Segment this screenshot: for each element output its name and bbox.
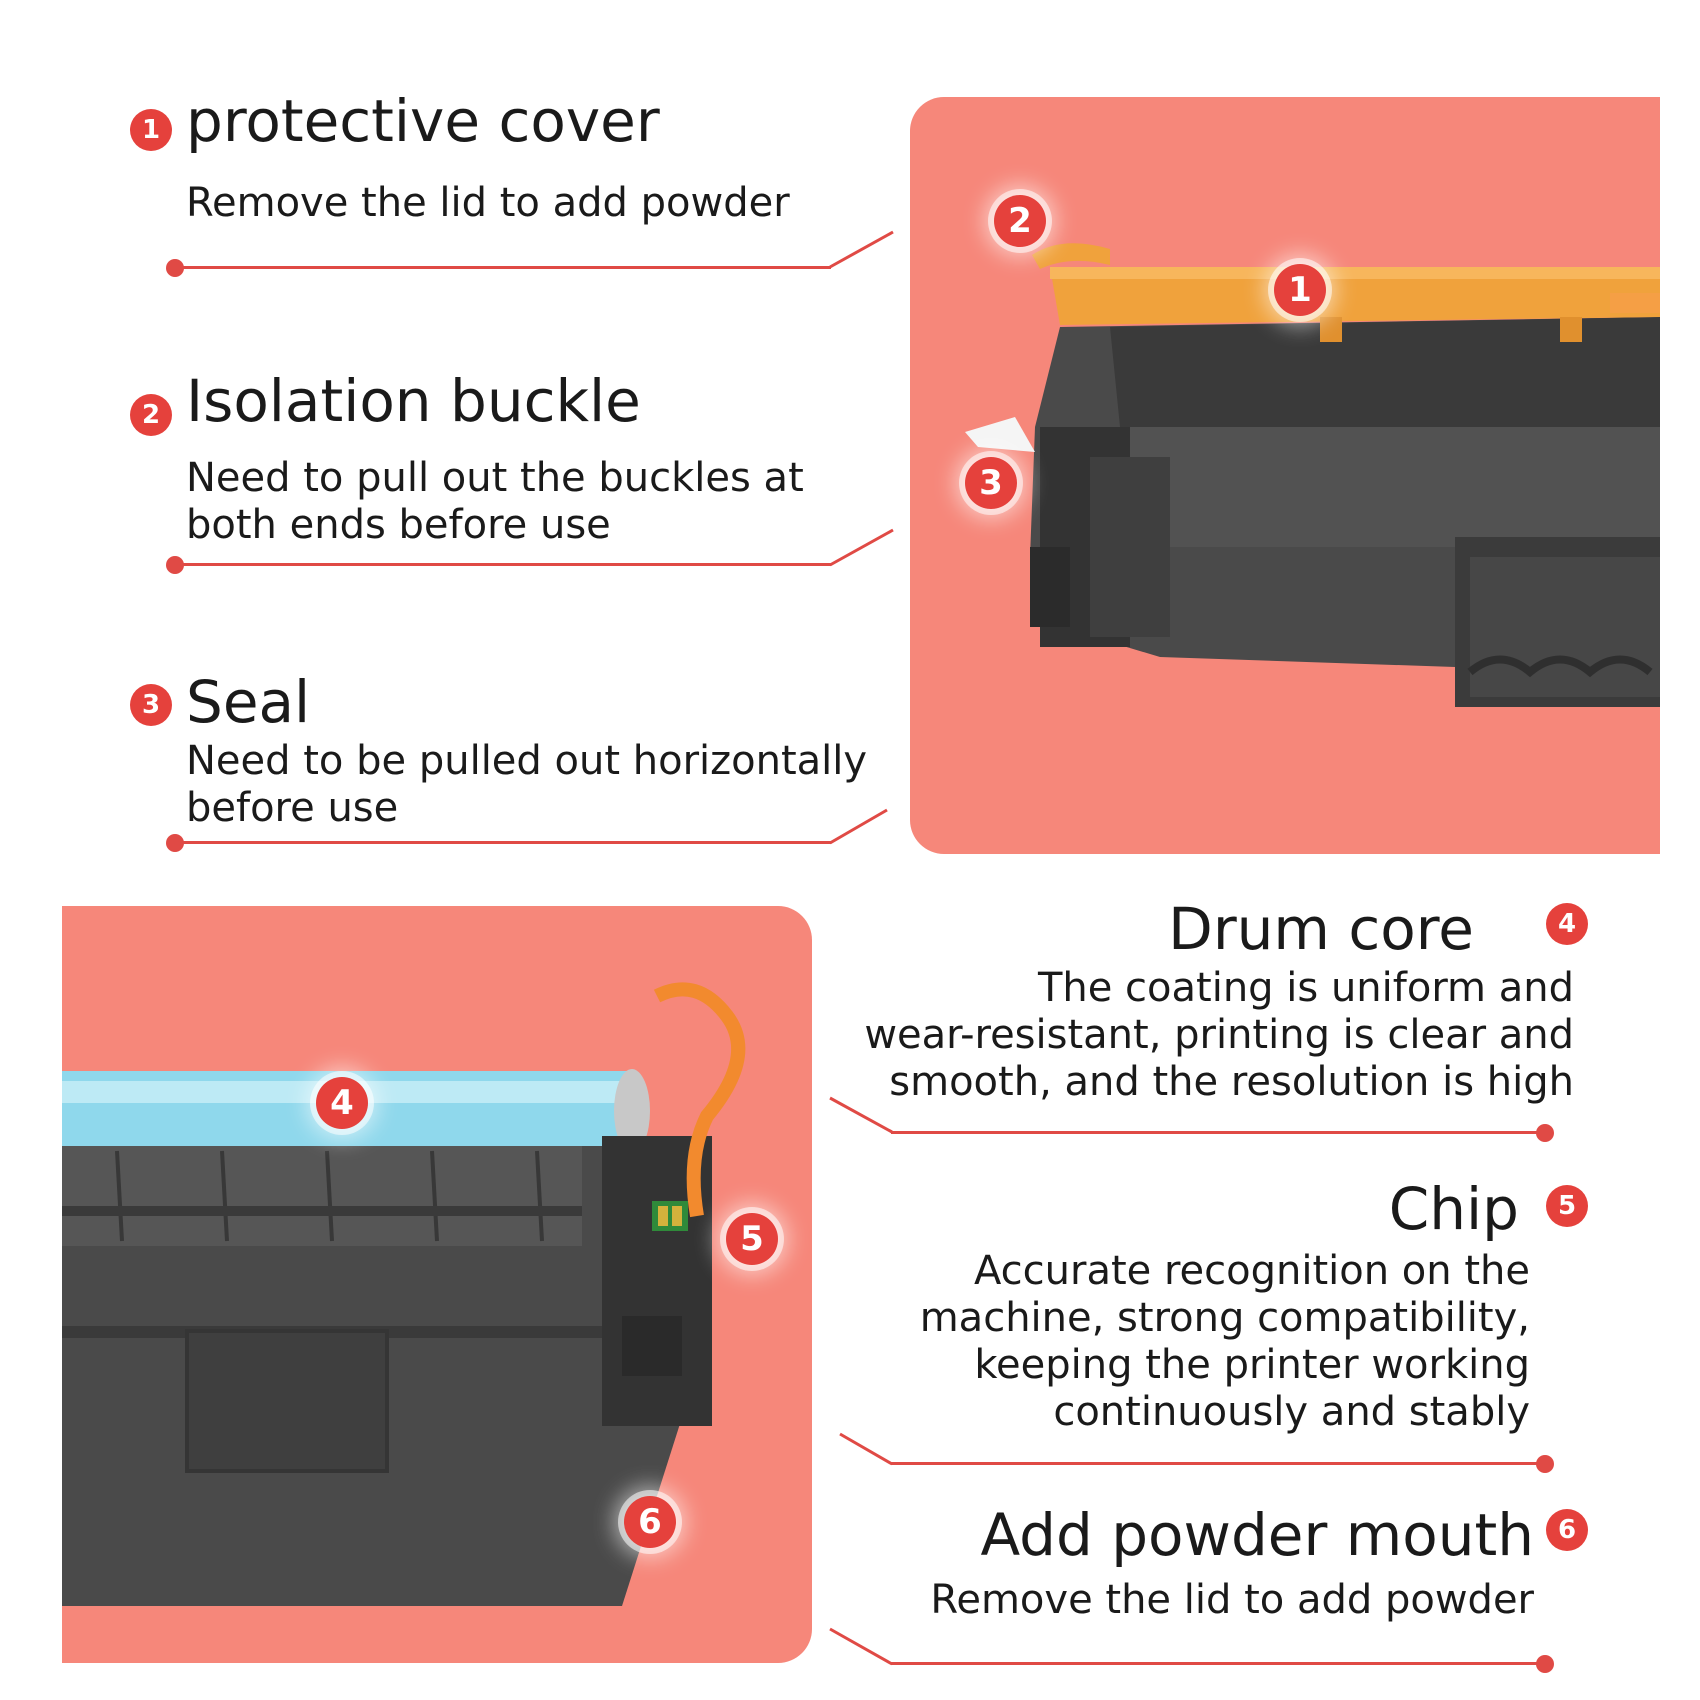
desc-line: Need to be pulled out horizontally	[186, 738, 868, 784]
callout-badge-4: 4	[316, 1077, 368, 1129]
desc-line: wear-resistant, printing is clear and	[864, 1012, 1574, 1058]
desc-line: The coating is uniform and	[1037, 965, 1574, 1011]
top-product-image: 2 1 3	[910, 97, 1660, 854]
leader-line-1	[175, 266, 831, 269]
desc-line: both ends before use	[186, 502, 611, 548]
callout-badge-3: 3	[965, 457, 1017, 509]
feature-title-drum-core: Drum core	[1168, 895, 1474, 963]
feature-title-protective-cover: protective cover	[186, 87, 660, 155]
leader-dot-6	[1536, 1655, 1554, 1673]
leader-line-4	[891, 1131, 1545, 1134]
callout-badge-1: 1	[1274, 264, 1326, 316]
leader-line-2	[175, 563, 831, 566]
desc-line: Need to pull out the buckles at	[186, 455, 804, 501]
callout-badge-5: 5	[726, 1213, 778, 1265]
leader-line-5	[891, 1462, 1545, 1465]
feature-desc-seal: Need to be pulled out horizontally befor…	[186, 738, 867, 832]
feature-desc-isolation-buckle: Need to pull out the buckles at both end…	[186, 455, 804, 549]
desc-line: machine, strong compatibility,	[919, 1295, 1530, 1341]
desc-line: continuously and stably	[1053, 1389, 1530, 1435]
desc-line: smooth, and the resolution is high	[889, 1059, 1574, 1105]
leader-dot-5	[1536, 1455, 1554, 1473]
feature-title-chip: Chip	[1388, 1175, 1519, 1243]
number-badge-2: 2	[130, 394, 172, 436]
number-badge-3: 3	[130, 684, 172, 726]
desc-line: Accurate recognition on the	[974, 1248, 1530, 1294]
feature-desc-add-powder-mouth: Remove the lid to add powder	[930, 1577, 1534, 1623]
desc-line: before use	[186, 785, 399, 831]
feature-title-isolation-buckle: Isolation buckle	[186, 367, 641, 435]
number-badge-5: 5	[1546, 1185, 1588, 1227]
number-badge-4: 4	[1546, 903, 1588, 945]
callout-badge-2: 2	[994, 195, 1046, 247]
toner-cartridge-bottom-illustration	[62, 982, 746, 1606]
leader-dot-4	[1536, 1124, 1554, 1142]
leader-line-3	[175, 841, 831, 844]
feature-title-add-powder-mouth: Add powder mouth	[980, 1501, 1535, 1569]
leader-line-6	[891, 1662, 1545, 1665]
feature-desc-chip: Accurate recognition on the machine, str…	[770, 1248, 1530, 1436]
callout-badge-6: 6	[624, 1496, 676, 1548]
toner-cartridge-top-illustration	[965, 243, 1660, 707]
number-badge-1: 1	[130, 109, 172, 151]
bottom-product-image: 4 5 6	[62, 906, 812, 1663]
number-badge-6: 6	[1546, 1509, 1588, 1551]
feature-title-seal: Seal	[186, 668, 311, 736]
feature-desc-drum-core: The coating is uniform and wear-resistan…	[774, 965, 1574, 1106]
desc-line: keeping the printer working	[974, 1342, 1530, 1388]
feature-desc-protective-cover: Remove the lid to add powder	[186, 180, 790, 226]
